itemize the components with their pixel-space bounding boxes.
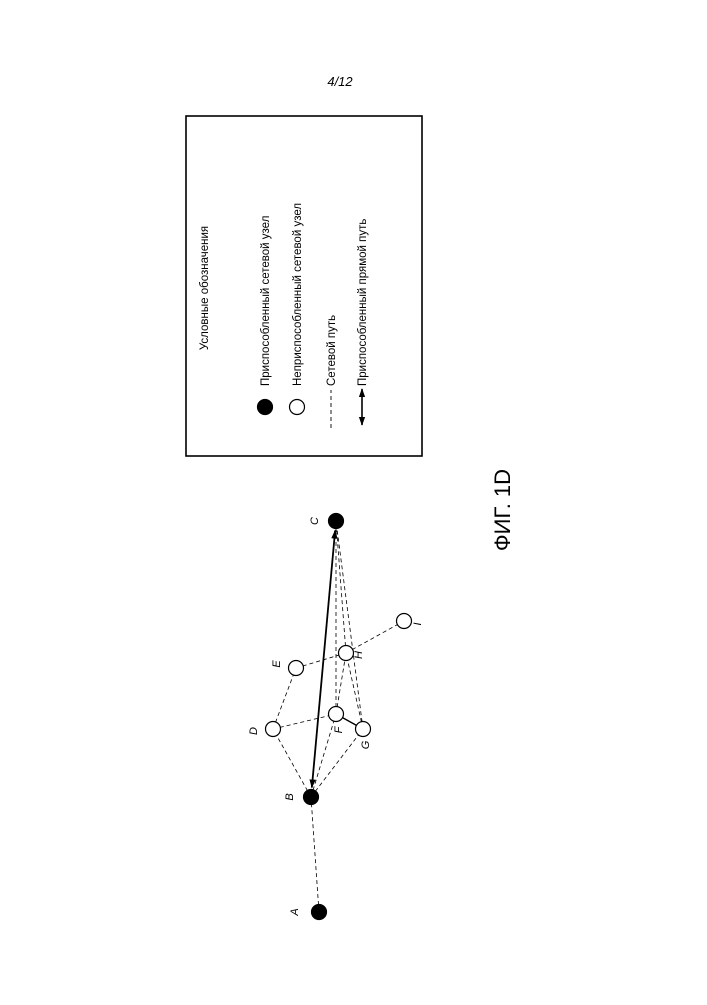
node-label-F: F: [333, 725, 345, 733]
node-label-B: B: [284, 793, 296, 800]
legend-item-label: Приспособленный сетевой узел: [260, 216, 272, 386]
direct-path-B-C: [312, 530, 335, 787]
legend-item-label: Приспособленный прямой путь: [357, 219, 369, 386]
network-path-G-C: [336, 521, 363, 729]
direct-paths-layer: [312, 530, 335, 787]
non-adapted-node-H: [339, 646, 354, 661]
non-adapted-node-I: [397, 614, 412, 629]
network-path-B-D: [273, 729, 311, 797]
adapted-node-B: [304, 790, 319, 805]
adapted-node-C: [329, 514, 344, 529]
legend-title: Условные обозначения: [199, 226, 211, 350]
node-label-H: H: [353, 651, 365, 659]
network-path-D-F: [273, 714, 336, 729]
adapted-node-A: [312, 905, 327, 920]
network-path-H-I: [346, 621, 404, 653]
non-adapted-node-F: [329, 707, 344, 722]
network-path-F-H: [336, 653, 346, 714]
non-adapted-node-D: [266, 722, 281, 737]
node-label-D: D: [248, 727, 260, 735]
legend-item-label: Сетевой путь: [326, 315, 338, 386]
non-adapted-node-E: [289, 661, 304, 676]
node-label-C: C: [309, 517, 321, 525]
legend-item-label: Неприспособленный сетевой узел: [292, 203, 304, 386]
node-label-E: E: [271, 660, 283, 668]
figure-label: ФИГ. 1D: [490, 469, 515, 551]
legend: Условные обозначения Приспособленный сет…: [186, 116, 422, 456]
node-label-I: I: [412, 622, 424, 625]
page-number: 4/12: [327, 74, 353, 89]
non-adapted-node-G: [356, 722, 371, 737]
filled-circle-icon: [258, 400, 273, 415]
network-path-D-E: [273, 668, 296, 729]
network-path-B-G: [311, 729, 363, 797]
node-label-A: A: [289, 908, 301, 916]
node-label-G: G: [360, 740, 372, 749]
network-nodes-layer: A B C D E F G H I: [248, 514, 424, 920]
hollow-circle-icon: [290, 400, 305, 415]
network-path-A-B: [311, 797, 319, 912]
